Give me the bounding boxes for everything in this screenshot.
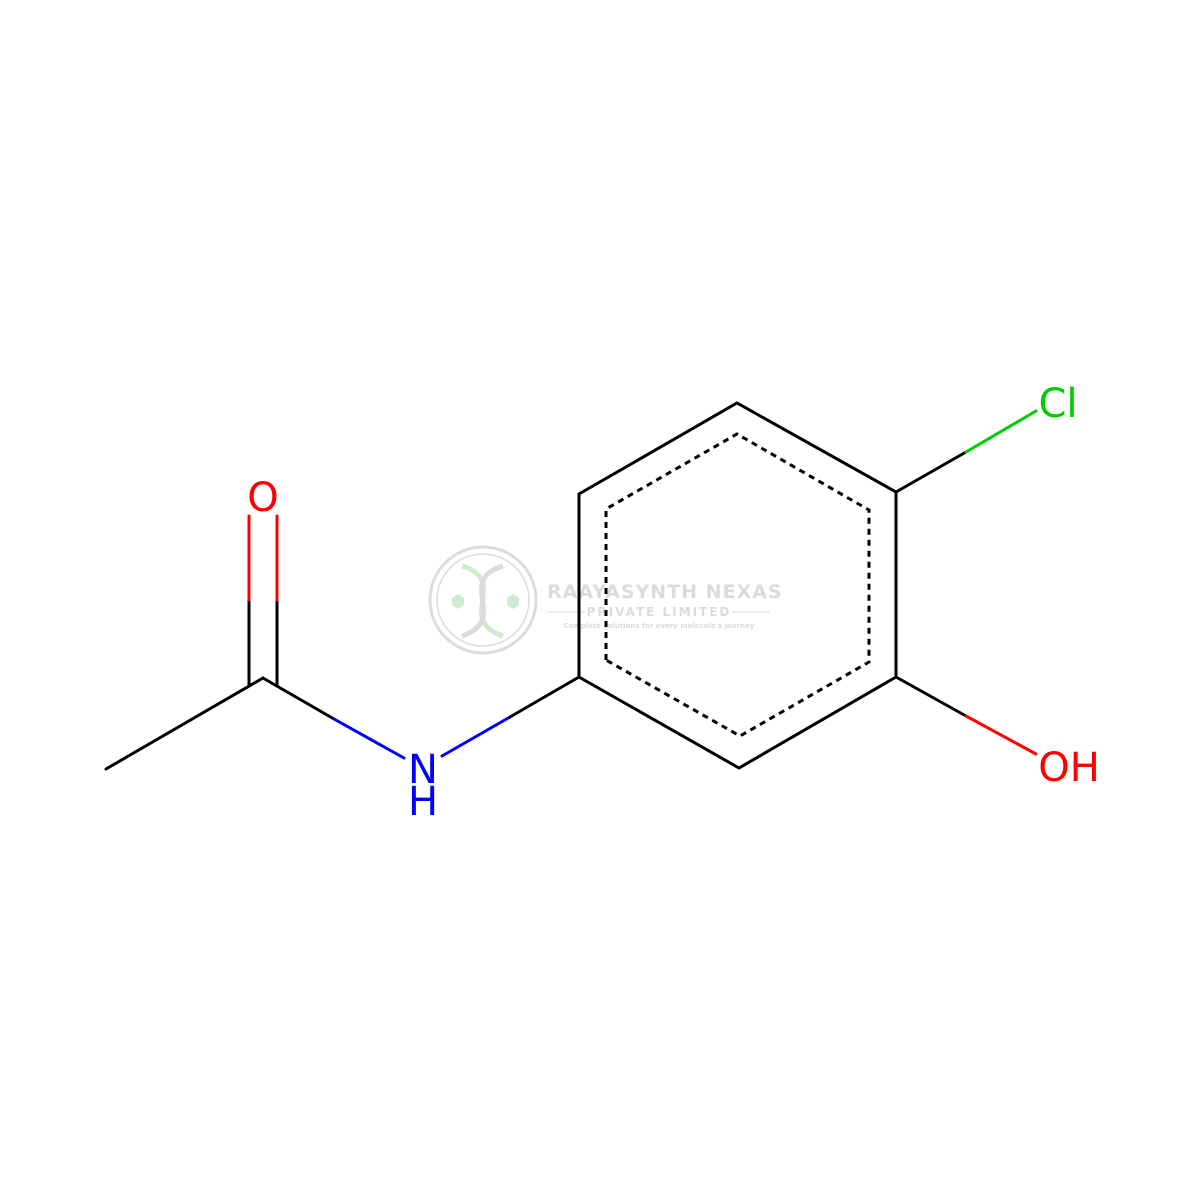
watermark-tagline: Complete solutions for every molecule's … [564, 622, 755, 630]
bond-carbonyl-nitrogen [261, 676, 406, 760]
atom-label-nitrogen: N [408, 747, 438, 793]
bond-methyl-carbonyl [104, 676, 265, 771]
bond-ring-chlorine [894, 409, 1038, 494]
aromatic-ring-dashed [604, 432, 871, 738]
atom-labels: O N H Cl OH [247, 381, 1100, 825]
dna-helix-icon [428, 545, 538, 655]
watermark-subtitle: PRIVATE LIMITED [587, 605, 732, 619]
atom-label-oxygen: O [247, 475, 278, 521]
bonds [104, 401, 1038, 771]
atom-label-nitrogen-hydrogen: H [408, 779, 438, 825]
bond-nitrogen-ring [440, 675, 581, 758]
watermark-title: RAAYASYNTH NEXAS [547, 581, 783, 603]
bond-carbonyl-double [247, 514, 279, 688]
atom-label-chlorine: Cl [1038, 381, 1077, 427]
atom-label-hydroxyl: OH [1038, 745, 1100, 791]
bond-ring-hydroxyl [894, 675, 1038, 756]
watermark: RAAYASYNTH NEXAS PRIVATE LIMITED Complet… [428, 545, 783, 655]
